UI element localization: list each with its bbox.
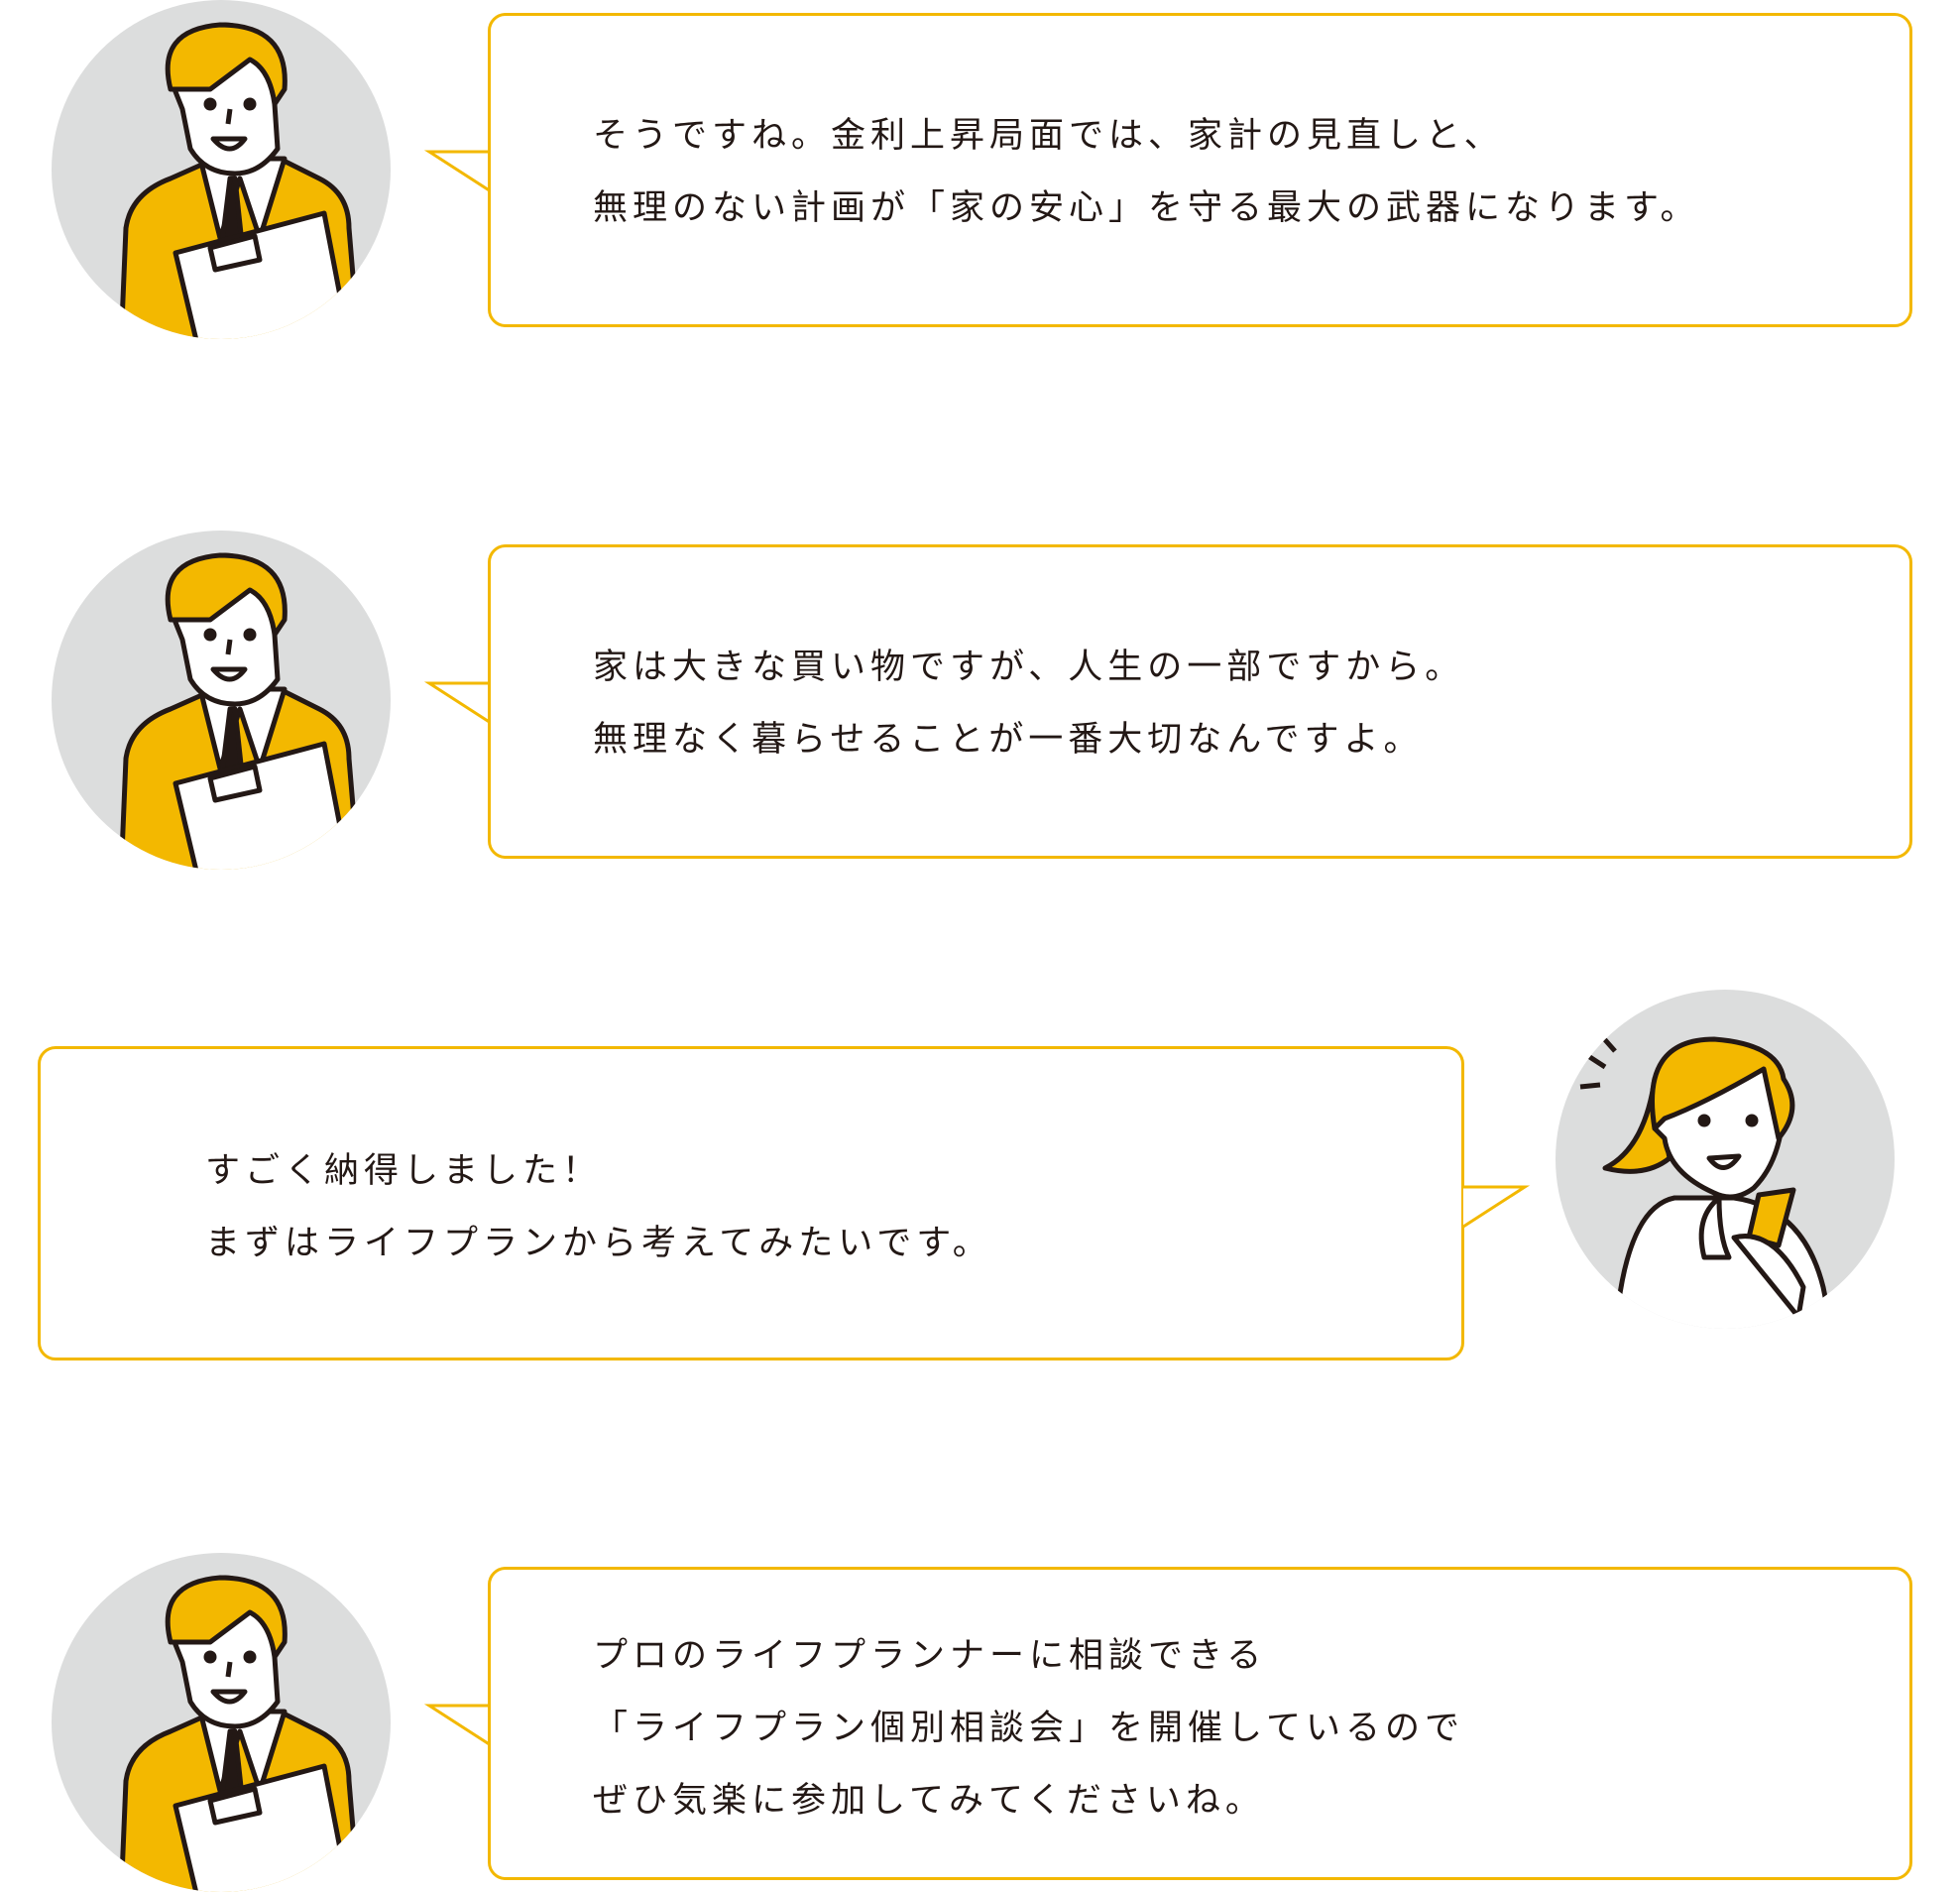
message-line: そうですね。金利上昇局面では、家計の見直しと、: [593, 116, 1504, 156]
message-line: 無理のない計画が「家の安心」を守る最大の武器になります。: [593, 188, 1700, 228]
message-text: すごく納得しました！ まずはライフプランから考えてみたいです。: [205, 1135, 992, 1280]
message-line: まずはライフプランから考えてみたいです。: [205, 1224, 992, 1263]
advisor-man-icon: [52, 1553, 391, 1892]
message-line: 「ライフプラン個別相談会」を開催しているので: [593, 1709, 1464, 1748]
advisor-man-icon: [52, 531, 391, 870]
bubble-tail: [1462, 1185, 1531, 1229]
speech-bubble: [488, 544, 1912, 859]
speech-bubble: [38, 1046, 1464, 1360]
message-text: そうですね。金利上昇局面では、家計の見直しと、 無理のない計画が「家の安心」を守…: [593, 100, 1700, 245]
message-line: 家は大きな買い物ですが、人生の一部ですから。: [593, 648, 1465, 687]
woman-with-phone-icon: [1556, 990, 1895, 1329]
speech-bubble: [488, 13, 1912, 327]
bubble-tail: [423, 681, 492, 725]
bubble-tail: [423, 150, 492, 193]
message-line: 無理なく暮らせることが一番大切なんですよ。: [593, 720, 1424, 760]
message-text: 家は大きな買い物ですが、人生の一部ですから。 無理なく暮らせることが一番大切なん…: [593, 632, 1464, 776]
message-line: プロのライフプランナーに相談できる: [593, 1636, 1267, 1676]
message-text: プロのライフプランナーに相談できる 「ライフプラン個別相談会」を開催しているので…: [593, 1620, 1464, 1837]
message-line: すごく納得しました！: [205, 1151, 603, 1191]
advisor-man-icon: [52, 0, 391, 339]
bubble-tail: [423, 1704, 492, 1747]
message-line: ぜひ気楽に参加してみてくださいね。: [593, 1781, 1265, 1821]
speech-bubble: [488, 1567, 1912, 1880]
